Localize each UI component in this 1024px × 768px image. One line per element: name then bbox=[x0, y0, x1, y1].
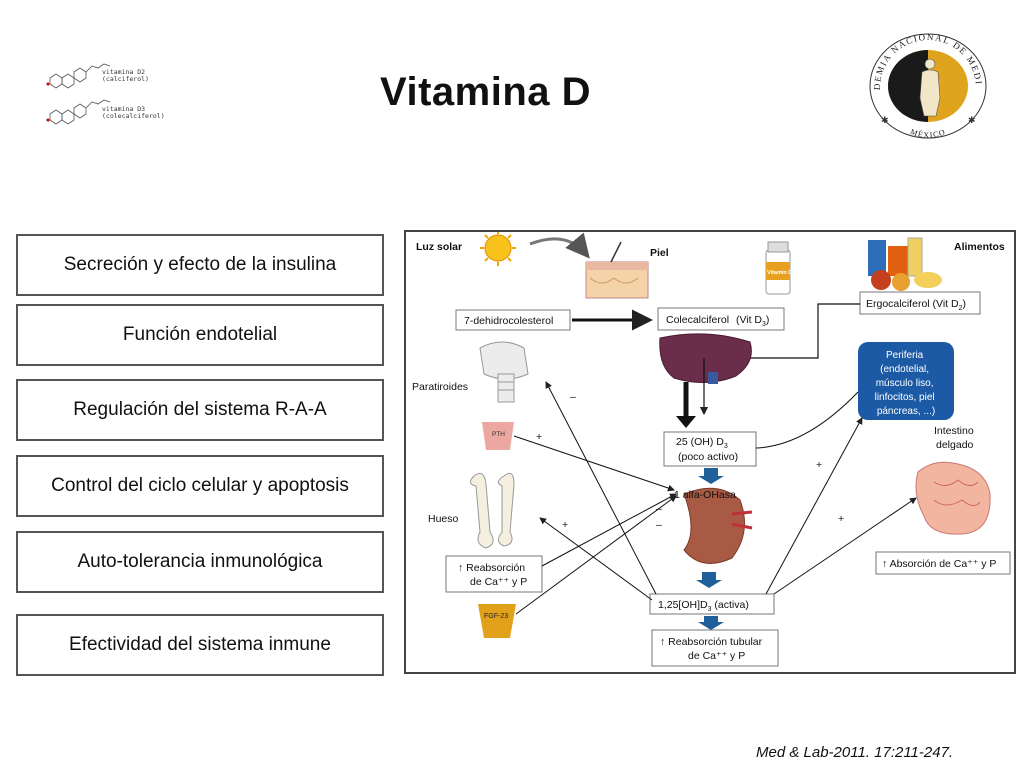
intestine-label-line1: Intestino bbox=[934, 425, 974, 437]
intestinal-absorption-box bbox=[875, 551, 1011, 575]
molecule-d2-name: vitamina D2 bbox=[102, 68, 145, 76]
molecule-d3-name: vitamina D3 bbox=[102, 105, 145, 113]
cholecalciferol-box bbox=[657, 307, 785, 331]
skin-icon bbox=[585, 241, 649, 299]
food-label: Alimentos bbox=[954, 241, 1005, 253]
academia-seal-logo: ACADEMIA NACIONAL DE MEDICINA MÉXICO ✱ ✱ bbox=[858, 28, 987, 140]
plus-sign-periphery: + bbox=[816, 459, 822, 471]
minus-sign-fgf-2: – bbox=[656, 519, 662, 531]
minus-sign-fgf: – bbox=[656, 503, 662, 515]
sun-icon bbox=[480, 232, 516, 266]
sunlight-arrow bbox=[529, 232, 590, 259]
svg-text:✱: ✱ bbox=[881, 115, 889, 125]
pth-label: PTH bbox=[492, 431, 505, 438]
svg-text:Periferia (endotelial,: Periferia (endotelial, músculo liso, lin… bbox=[875, 350, 938, 417]
molecule-d3-subname: (colecalciferol) bbox=[102, 112, 165, 120]
svg-text:25 (OH) D3: 25 (OH) D3 bbox=[676, 436, 728, 450]
seal-country: MÉXICO bbox=[909, 127, 946, 140]
tubular-reabsorption-line1: ↑ Reabsorción tubular bbox=[660, 636, 763, 648]
function-box-immune-effectiveness: Efectividad del sistema inmune bbox=[16, 614, 384, 676]
food-icon bbox=[868, 237, 942, 291]
plus-sign-bone: + bbox=[562, 519, 568, 531]
sun-label: Luz solar bbox=[416, 241, 462, 253]
calcidiol-subtitle: (poco activo) bbox=[678, 451, 738, 463]
plus-sign-pth: + bbox=[536, 431, 542, 443]
citation: Med & Lab-2011. 17:211-247. bbox=[756, 744, 954, 761]
bone-reabsorption-line2: de Ca⁺⁺ y P bbox=[470, 576, 527, 588]
dehydrocholesterol-box bbox=[455, 309, 571, 331]
calcidiol-label: 25 (OH) D bbox=[676, 436, 724, 448]
tubular-reabsorption-line2: de Ca⁺⁺ y P bbox=[688, 650, 745, 662]
vitamin-d-metabolism-diagram: Luz solar Piel Vitamin D Alimentos 7-deh… bbox=[404, 230, 1016, 674]
kidney-icon bbox=[683, 487, 745, 564]
calcidiol-box bbox=[663, 431, 757, 467]
function-box-insulin: Secreción y efecto de la insulina bbox=[16, 234, 384, 296]
fgf23-icon bbox=[478, 604, 516, 638]
dehydrocholesterol-label: 7-dehidrocolesterol bbox=[464, 315, 553, 327]
skin-label: Piel bbox=[650, 247, 669, 259]
bone-reabsorption-line1: ↑ Reabsorción bbox=[458, 562, 525, 574]
cholecalciferol-label: Colecalciferol bbox=[666, 314, 729, 326]
calcitriol-box bbox=[649, 593, 775, 615]
svg-text:Colecalciferol (Vit D3): Colecalciferol (Vit D3) bbox=[666, 314, 769, 328]
function-box-immune-tolerance: Auto-tolerancia inmunológica bbox=[16, 531, 384, 593]
pth-icon bbox=[482, 422, 514, 450]
fgf23-label: FGF-23 bbox=[484, 613, 508, 620]
plus-sign-intestine: + bbox=[838, 513, 844, 525]
svg-text:MÉXICO: MÉXICO bbox=[909, 127, 947, 140]
alfa-hydroxylase-label: 1 alfa-OHasa bbox=[674, 489, 736, 501]
bone-label: Hueso bbox=[428, 513, 459, 525]
bone-reabsorption-box bbox=[445, 555, 543, 593]
periphery-box bbox=[858, 342, 954, 420]
molecule-d2-subname: (calciferol) bbox=[102, 75, 149, 83]
periphery-line1: Periferia bbox=[886, 350, 924, 361]
intestinal-absorption-label: ↑ Absorción de Ca⁺⁺ y P bbox=[882, 558, 996, 570]
svg-text:Ergocalciferol (Vit D2): Ergocalciferol (Vit D2) bbox=[866, 298, 966, 312]
intestine-icon bbox=[915, 461, 991, 535]
page-title: Vitamina D bbox=[380, 70, 591, 114]
parathyroid-icon bbox=[479, 341, 529, 403]
tubular-reabsorption-box bbox=[651, 629, 779, 667]
supplement-bottle-icon: Vitamin D bbox=[765, 241, 792, 295]
calcitriol-label: 1,25[OH]D bbox=[658, 599, 708, 611]
liver-icon bbox=[659, 333, 752, 384]
bone-icon bbox=[470, 472, 515, 549]
function-box-raa: Regulación del sistema R-A-A bbox=[16, 379, 384, 441]
supplement-label: Vitamin D bbox=[767, 270, 792, 276]
vitamin-d-molecules-icon: vitamina D2 (calciferol) vitamina D3 (co… bbox=[46, 63, 165, 125]
ergocalciferol-box bbox=[859, 291, 981, 315]
function-box-cell-cycle: Control del ciclo celular y apoptosis bbox=[16, 455, 384, 517]
ergocalciferol-label: Ergocalciferol (Vit D bbox=[866, 298, 959, 310]
parathyroid-label: Paratiroides bbox=[412, 381, 468, 393]
svg-text:✱: ✱ bbox=[968, 115, 976, 125]
svg-text:1,25[OH]D3 (activa): 1,25[OH]D3 (activa) bbox=[658, 599, 749, 613]
intestine-label-line2: delgado bbox=[936, 439, 974, 451]
minus-sign-parathyroid: – bbox=[570, 391, 576, 403]
function-box-endothelial: Función endotelial bbox=[16, 304, 384, 366]
